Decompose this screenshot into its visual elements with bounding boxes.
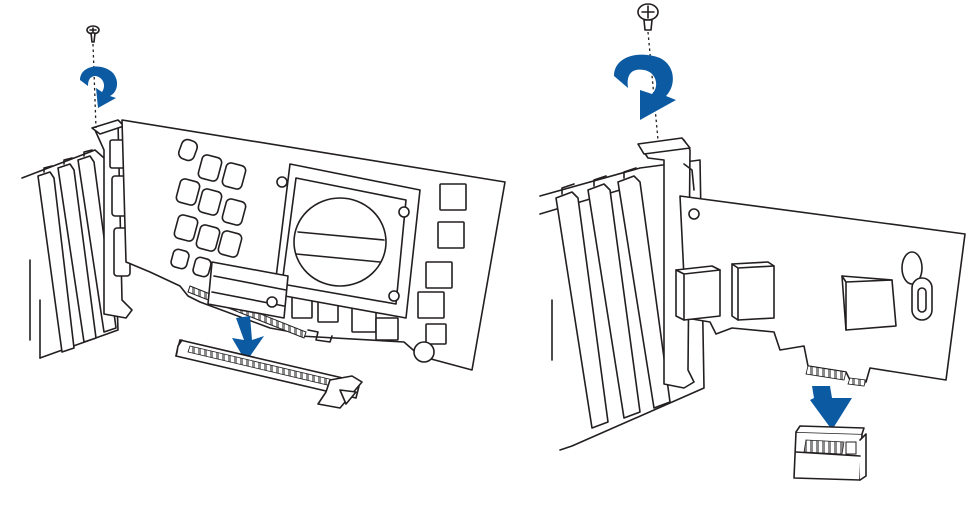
pcie-x16-slot	[175, 339, 363, 409]
down-arrow-icon	[810, 386, 852, 430]
expansion-card-pcb	[679, 195, 966, 387]
screw-icon	[637, 3, 659, 31]
screw-icon	[86, 25, 100, 43]
graphics-card-components	[170, 138, 467, 363]
curved-rotation-arrow-icon	[80, 66, 118, 108]
gpu-heatsink	[207, 163, 421, 319]
graphics-card-install-panel	[21, 25, 506, 409]
pcie-x1-slot	[793, 425, 867, 481]
expansion-card-components	[675, 251, 933, 331]
chassis-slot-frame	[539, 159, 705, 451]
right-screw	[637, 3, 659, 141]
left-screw	[86, 25, 100, 129]
curved-rotation-arrow-icon	[614, 54, 676, 120]
down-arrow-icon	[232, 316, 264, 362]
expansion-card-install-panel	[539, 3, 966, 481]
